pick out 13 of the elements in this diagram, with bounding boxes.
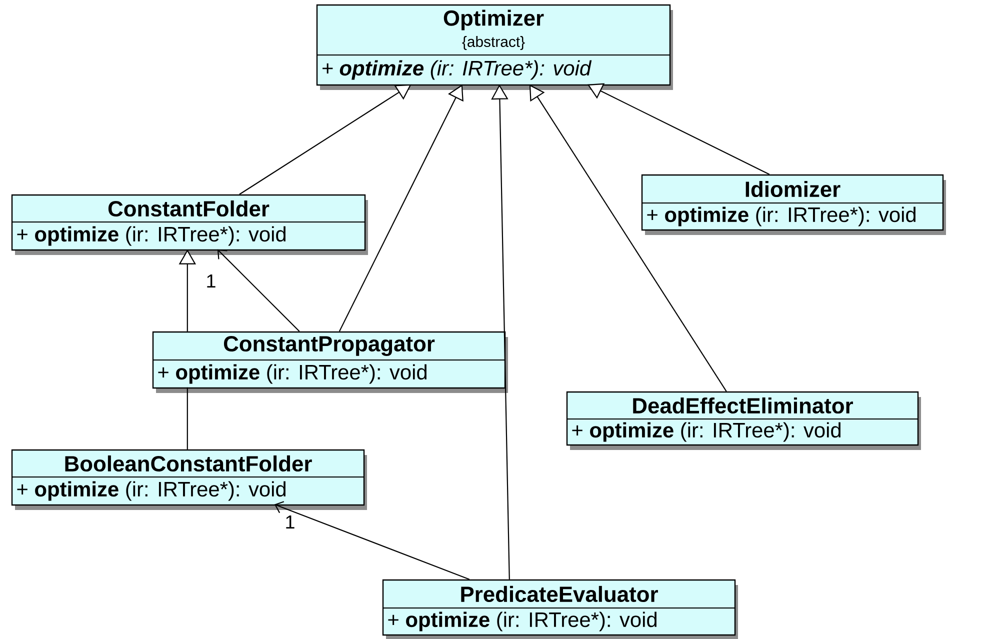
- class-box: PredicateEvaluator + optimize (ir: IRTree*): void: [382, 579, 738, 639]
- class-box: Optimizer {abstract} + optimize (ir: IRTree*): void: [316, 4, 673, 90]
- association-arrow: [217, 249, 300, 332]
- class-box: Idiomizer + optimize (ir: IRTree*): void: [641, 174, 946, 235]
- multiplicity-label: 1: [204, 273, 218, 288]
- association-arrow: [274, 501, 470, 580]
- association-line: [186, 387, 188, 450]
- class-box: ConstantPropagator + optimize (ir: IRTree*): void: [152, 331, 508, 393]
- generalization-arrow: [239, 84, 412, 195]
- multiplicity-label: 1: [284, 514, 296, 530]
- class-box: DeadEffectEliminator + optimize (ir: IRTree*): void: [566, 391, 921, 450]
- class-box: BooleanConstantFolder + optimize (ir: IRTree*): void: [11, 449, 367, 510]
- class-box: ConstantFolder + optimize (ir: IRTree*): void: [11, 194, 368, 255]
